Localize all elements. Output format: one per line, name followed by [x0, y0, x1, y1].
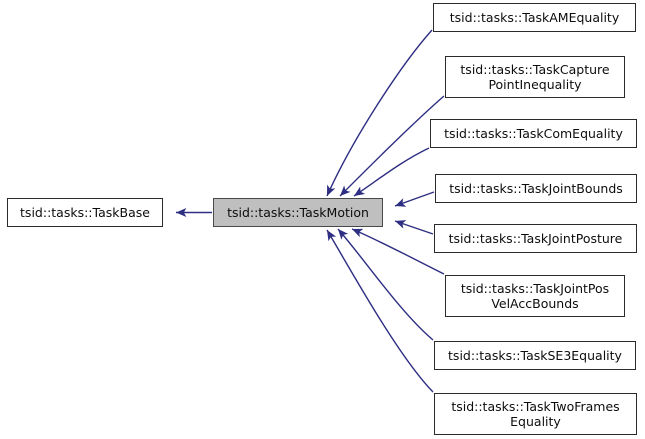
node-task-se3-equality[interactable]: tsid::tasks::TaskSE3Equality: [434, 341, 636, 370]
node-task-base[interactable]: tsid::tasks::TaskBase: [7, 198, 163, 227]
node-task-com-equality[interactable]: tsid::tasks::TaskComEquality: [430, 119, 637, 148]
edge-task-com-equality-to-task-motion: [353, 147, 430, 197]
node-task-two-frames-equality-label: tsid::tasks::TaskTwoFrames Equality: [451, 399, 620, 429]
edge-task-joint-pos-vel-acc-bounds-to-task-motion: [351, 228, 445, 275]
node-task-joint-bounds[interactable]: tsid::tasks::TaskJointBounds: [435, 174, 637, 203]
edge-task-se3-equality-to-task-motion: [337, 228, 434, 341]
node-task-am-equality[interactable]: tsid::tasks::TaskAMEquality: [433, 3, 636, 32]
node-task-capture-point-inequality[interactable]: tsid::tasks::TaskCapture PointInequality: [445, 56, 625, 98]
edge-task-joint-posture-to-task-motion: [394, 220, 434, 235]
node-task-joint-posture[interactable]: tsid::tasks::TaskJointPosture: [434, 224, 637, 253]
node-task-com-equality-label: tsid::tasks::TaskComEquality: [444, 126, 623, 141]
node-task-joint-posture-label: tsid::tasks::TaskJointPosture: [448, 231, 623, 246]
node-task-joint-bounds-label: tsid::tasks::TaskJointBounds: [449, 181, 623, 196]
node-task-motion[interactable]: tsid::tasks::TaskMotion: [213, 198, 383, 227]
node-task-motion-label: tsid::tasks::TaskMotion: [227, 205, 369, 220]
node-task-two-frames-equality[interactable]: tsid::tasks::TaskTwoFrames Equality: [434, 393, 637, 435]
node-task-se3-equality-label: tsid::tasks::TaskSE3Equality: [448, 348, 622, 363]
node-task-joint-pos-vel-acc-bounds[interactable]: tsid::tasks::TaskJointPos VelAccBounds: [445, 275, 625, 317]
edge-task-am-equality-to-task-motion: [326, 29, 433, 197]
edge-task-two-frames-equality-to-task-motion: [326, 229, 434, 393]
node-task-joint-pos-vel-acc-bounds-label: tsid::tasks::TaskJointPos VelAccBounds: [460, 281, 610, 311]
edge-task-capture-point-inequality-to-task-motion: [339, 95, 445, 197]
node-task-am-equality-label: tsid::tasks::TaskAMEquality: [449, 10, 620, 25]
edge-task-joint-bounds-to-task-motion: [394, 191, 435, 207]
node-task-capture-point-inequality-label: tsid::tasks::TaskCapture PointInequality: [460, 62, 610, 92]
node-task-base-label: tsid::tasks::TaskBase: [20, 205, 150, 220]
